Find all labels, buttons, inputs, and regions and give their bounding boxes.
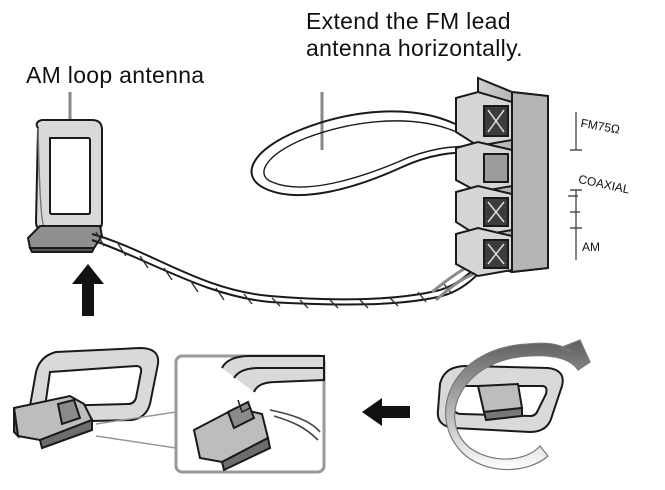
coaxial-socket — [455, 140, 513, 194]
folding-loop-antenna — [436, 364, 564, 434]
am-loop-antenna — [26, 119, 104, 253]
rotate-arrow-icon — [445, 339, 591, 471]
fm-instruction-line-1: Extend the FM lead — [306, 8, 511, 34]
fm-socket — [455, 90, 513, 148]
fm-lead-instruction: Extend the FM lead antenna horizontally. — [306, 8, 523, 62]
am-cable — [91, 231, 497, 309]
up-arrow-icon — [72, 264, 104, 316]
terminal-label-am: AM — [582, 240, 600, 254]
am-socket-upper — [455, 184, 513, 238]
terminal-panel — [455, 76, 582, 278]
fm-lead-antenna — [250, 110, 491, 196]
assembled-loop-antenna — [12, 346, 160, 450]
left-arrow-icon — [362, 398, 410, 426]
detail-inset — [174, 354, 326, 474]
am-socket-lower — [455, 226, 513, 278]
callout-lines — [95, 411, 177, 449]
fm-instruction-line-2: antenna horizontally. — [306, 35, 523, 61]
am-loop-antenna-label: AM loop antenna — [26, 62, 205, 88]
